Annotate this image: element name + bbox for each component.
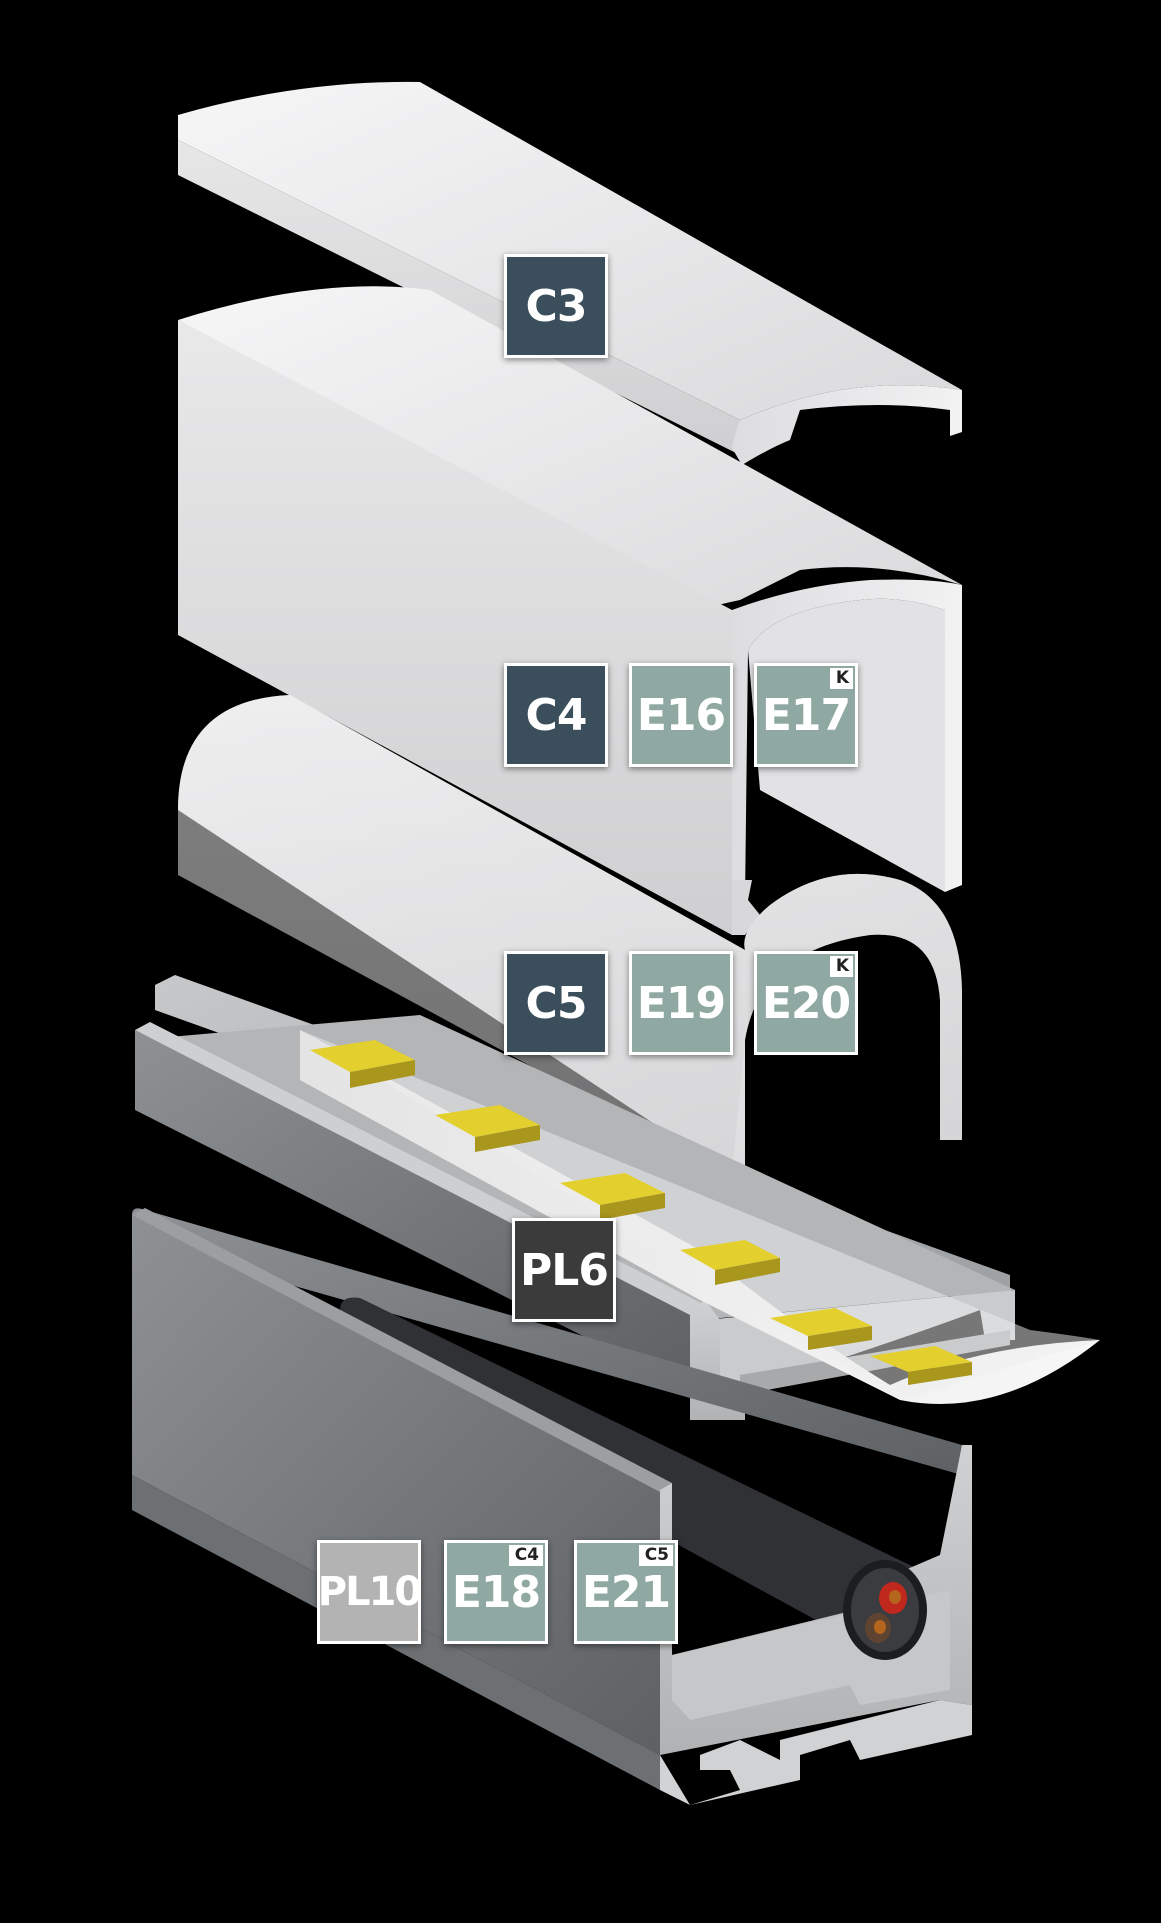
label-e16: E16 <box>629 663 733 767</box>
led-chip <box>310 1040 415 1088</box>
label-e19-text: E19 <box>636 977 726 1029</box>
label-c3: C3 <box>504 254 608 358</box>
label-pl6-text: PL6 <box>520 1244 609 1296</box>
cover-c3 <box>178 81 962 465</box>
label-e18: E18 C4 <box>444 1540 548 1644</box>
cover-c5 <box>178 695 962 1175</box>
label-c4: C4 <box>504 663 608 767</box>
led-chip <box>560 1173 665 1220</box>
label-e17-superscript: K <box>829 668 853 689</box>
label-e18-text: E18 <box>451 1566 541 1618</box>
led-chip <box>435 1105 540 1152</box>
label-e18-superscript: C4 <box>508 1545 543 1566</box>
label-e19: E19 <box>629 951 733 1055</box>
label-e20-superscript: K <box>829 956 853 977</box>
label-e17-text: E17 <box>761 689 851 741</box>
label-c5-text: C5 <box>525 977 588 1029</box>
led-chip <box>870 1346 972 1385</box>
label-pl10: PL10 <box>317 1540 422 1644</box>
label-e21: E21 C5 <box>574 1540 678 1644</box>
label-pl10-text: PL10 <box>317 1569 422 1615</box>
label-pl6: PL6 <box>512 1218 616 1322</box>
cable-end <box>843 1560 927 1660</box>
led-chip <box>770 1308 872 1350</box>
label-e20-text: E20 <box>761 977 851 1029</box>
label-c3-text: C3 <box>525 280 588 332</box>
label-e17: E17 K <box>754 663 858 767</box>
label-e21-superscript: C5 <box>638 1545 673 1566</box>
label-c4-text: C4 <box>525 689 588 741</box>
label-c5: C5 <box>504 951 608 1055</box>
led-chip <box>680 1240 780 1285</box>
led-chips <box>310 1040 972 1385</box>
label-e21-text: E21 <box>581 1566 671 1618</box>
label-e16-text: E16 <box>636 689 726 741</box>
label-e20: E20 K <box>754 951 858 1055</box>
